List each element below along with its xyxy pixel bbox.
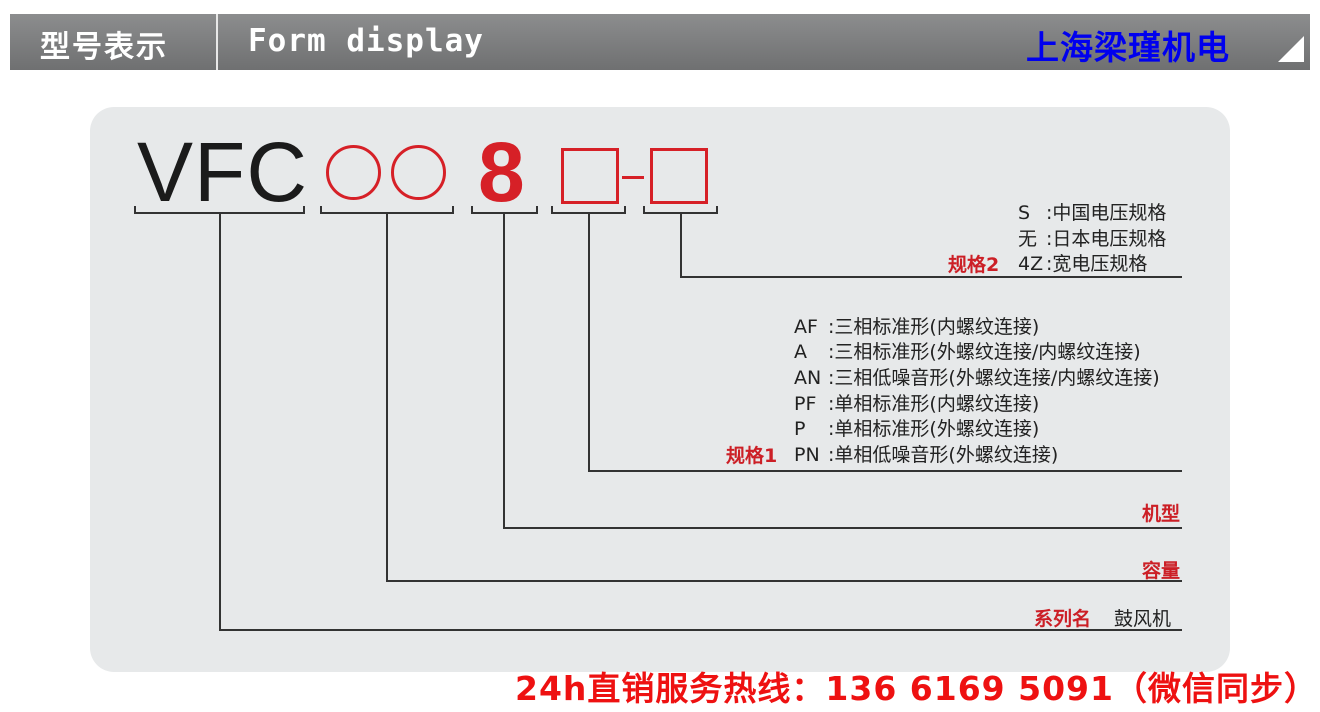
spec2-item: S :中国电压规格 bbox=[1018, 198, 1166, 225]
spec1-code: A bbox=[794, 341, 807, 363]
spec2-item: 无 :日本电压规格 bbox=[1018, 224, 1166, 251]
spec1-code: PN bbox=[794, 444, 820, 466]
spec1-item: AN :三相低噪音形(外螺纹连接/内螺纹连接) bbox=[794, 363, 1160, 390]
spec2-desc: :中国电压规格 bbox=[1046, 202, 1167, 224]
bracket-spec2 bbox=[643, 206, 718, 214]
spec1-item: PN :单相低噪音形(外螺纹连接) bbox=[794, 440, 1058, 467]
spec1-placeholder-box bbox=[561, 148, 619, 204]
spec2-item: 4Z:宽电压规格 bbox=[1018, 249, 1147, 276]
section-title: 型号表示 bbox=[40, 30, 168, 65]
bracket-frame bbox=[471, 206, 538, 214]
spec2-code: 无 bbox=[1018, 228, 1038, 250]
spec2-desc: :日本电压规格 bbox=[1046, 228, 1167, 250]
spec1-code: AF bbox=[794, 316, 818, 338]
spec1-desc: :单相标准形(外螺纹连接) bbox=[828, 418, 1040, 440]
spec1-item: PF :单相标准形(内螺纹连接) bbox=[794, 389, 1039, 416]
spec1-item: P :单相标准形(外螺纹连接) bbox=[794, 414, 1039, 441]
company-name: 上海梁瑾机电 bbox=[1026, 28, 1230, 67]
model-prefix: VFC bbox=[137, 125, 308, 219]
spec1-code: PF bbox=[794, 393, 817, 415]
spec1-desc: :三相低噪音形(外螺纹连接/内螺纹连接) bbox=[828, 367, 1160, 389]
spec2-code: S bbox=[1018, 202, 1031, 224]
spec2-code: 4Z bbox=[1018, 253, 1044, 275]
capacity-placeholder-circle-2 bbox=[391, 145, 446, 200]
spec1-code: P bbox=[794, 418, 806, 440]
section-subtitle: Form display bbox=[248, 23, 484, 59]
frame-label: 机型 bbox=[1141, 503, 1180, 525]
spec1-item: AF :三相标准形(内螺纹连接) bbox=[794, 312, 1039, 339]
header-divider bbox=[216, 14, 218, 70]
spec1-desc: :单相标准形(内螺纹连接) bbox=[828, 393, 1040, 415]
spec2-label: 规格2 bbox=[948, 254, 1000, 276]
bracket-spec1 bbox=[551, 206, 626, 214]
leader-spec1-vertical bbox=[588, 214, 590, 472]
spec2-desc: :宽电压规格 bbox=[1046, 253, 1148, 275]
leader-capacity-horizontal bbox=[386, 580, 1182, 582]
capacity-label: 容量 bbox=[1141, 560, 1180, 582]
leader-frame-horizontal bbox=[503, 527, 1182, 529]
spec2-placeholder-box bbox=[650, 148, 708, 204]
corner-triangle-icon bbox=[1278, 36, 1304, 62]
leader-spec1-horizontal bbox=[588, 470, 1182, 472]
spec1-desc: :三相标准形(外螺纹连接/内螺纹连接) bbox=[828, 341, 1141, 363]
spec1-label: 规格1 bbox=[726, 445, 778, 467]
leader-capacity-vertical bbox=[386, 214, 388, 582]
spec1-desc: :单相低噪音形(外螺纹连接) bbox=[828, 444, 1059, 466]
spec1-item: A :三相标准形(外螺纹连接/内螺纹连接) bbox=[794, 337, 1141, 364]
header-bar: 型号表示 Form display 上海梁瑾机电 bbox=[10, 14, 1310, 70]
leader-spec2-horizontal bbox=[680, 276, 1182, 278]
series-label: 系列名 bbox=[1034, 608, 1092, 630]
leader-frame-vertical bbox=[503, 214, 505, 529]
series-value: 鼓风机 bbox=[1114, 608, 1172, 630]
spec1-code: AN bbox=[794, 367, 822, 389]
bracket-capacity bbox=[320, 206, 454, 214]
capacity-placeholder-circle-1 bbox=[326, 145, 381, 200]
spec1-desc: :三相标准形(内螺纹连接) bbox=[828, 316, 1040, 338]
leader-series-vertical bbox=[219, 214, 221, 631]
bracket-series bbox=[134, 206, 305, 214]
hotline-text: 24h直销服务热线：136 6169 5091（微信同步） bbox=[515, 669, 1318, 708]
leader-series-horizontal bbox=[219, 629, 1182, 631]
leader-spec2-vertical bbox=[680, 214, 682, 278]
model-digit: 8 bbox=[478, 125, 525, 219]
model-separator bbox=[622, 176, 644, 179]
